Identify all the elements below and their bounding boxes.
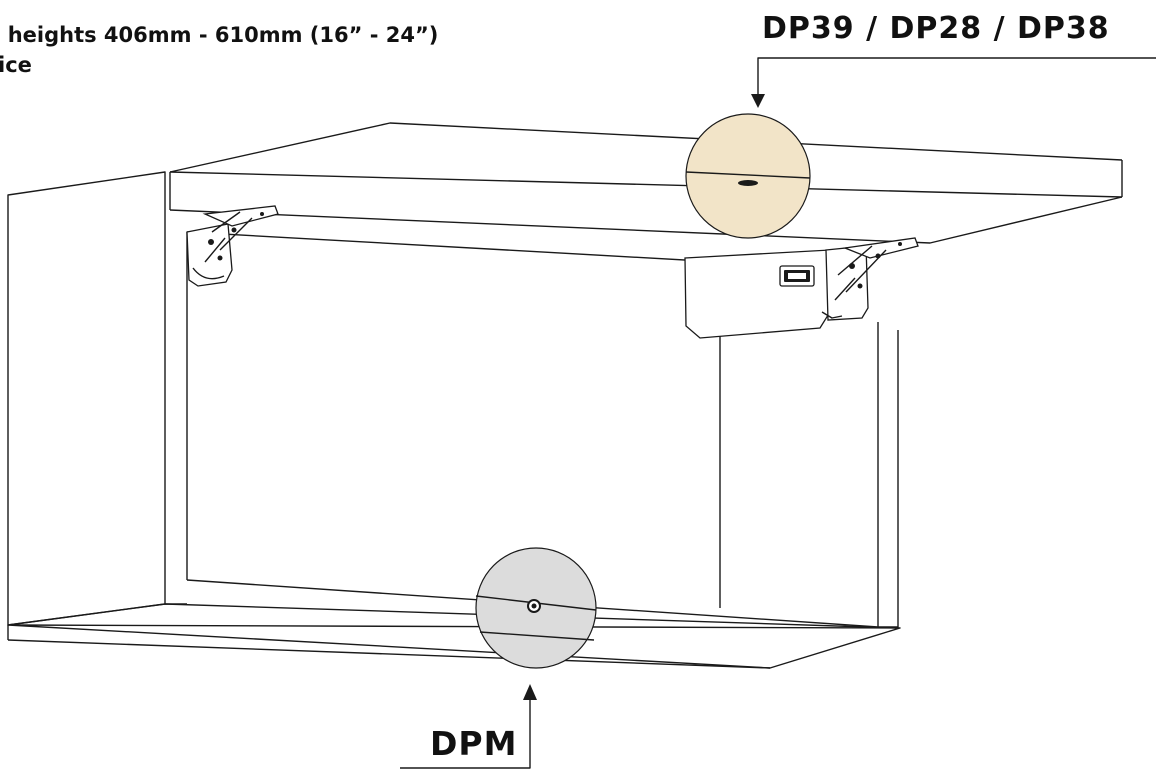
left-lift-mechanism — [186, 205, 279, 287]
top-callout — [685, 113, 811, 239]
top-callout-arrow — [751, 57, 1156, 108]
cabinet-left-side-panel — [7, 171, 166, 626]
bottom-callout-arrow — [400, 684, 537, 769]
bottom-callout-label: DPM — [430, 724, 518, 763]
cabinet-right-side-wall — [877, 322, 899, 628]
header-text-line-2: ice — [0, 53, 32, 77]
right-lift-mechanism — [684, 237, 919, 339]
open-lift-door — [169, 122, 1123, 244]
top-callout-label: DP39 / DP28 / DP38 — [762, 11, 1110, 46]
cabinet-bottom-shelf — [7, 603, 901, 669]
bottom-callout — [475, 547, 597, 669]
header-text-line-1: : heights 406mm - 610mm (16” - 24”) — [0, 23, 439, 47]
